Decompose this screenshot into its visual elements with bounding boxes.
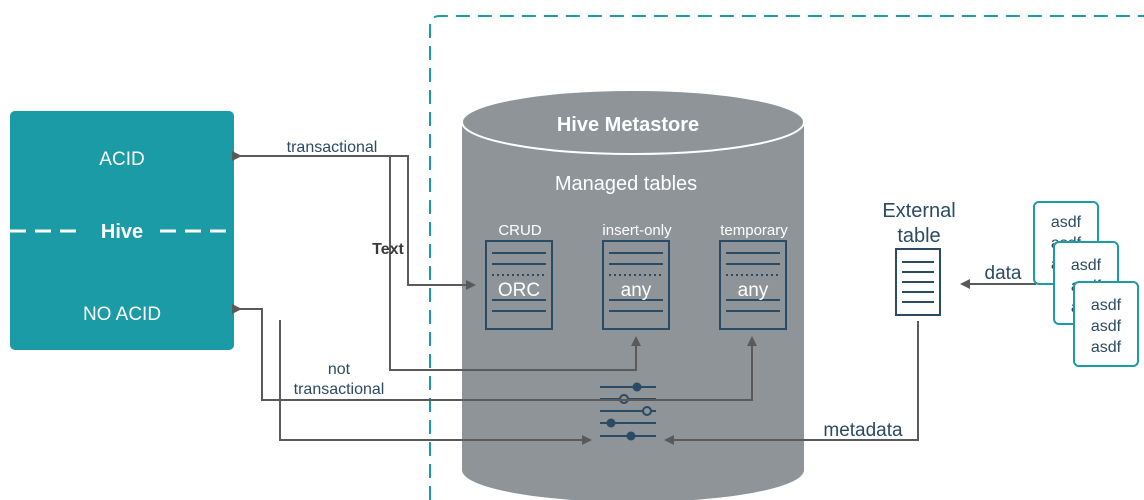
table-insert-only: insert-only any [602, 222, 672, 330]
transactional-label: transactional [287, 139, 378, 156]
arrows [232, 151, 1036, 445]
metastore-title: Hive Metastore [557, 114, 699, 136]
table-format: any [738, 280, 769, 301]
data-label: data [985, 263, 1022, 284]
arrow-metadata [664, 321, 919, 445]
managed-tables-label: Managed tables [555, 173, 697, 195]
svg-text:asdf: asdf [1091, 339, 1122, 356]
arrow-hive-sliders [279, 320, 592, 445]
arrow-not-transactional [232, 304, 757, 401]
text-label: Text [372, 241, 404, 258]
svg-text:asdf: asdf [1091, 318, 1122, 335]
arrow-transactional-insert-only [389, 156, 641, 371]
arrow-transactional [232, 151, 476, 290]
external-label-line1: External [882, 200, 955, 222]
not-transactional-label: transactional [294, 381, 385, 398]
not-label: not [328, 361, 351, 378]
hive-label: Hive [101, 221, 143, 243]
svg-text:asdf: asdf [1091, 297, 1122, 314]
dashed-boundary [429, 15, 1144, 500]
table-format: ORC [498, 280, 540, 301]
table-header: CRUD [498, 222, 541, 239]
external-table: External table [882, 200, 956, 316]
table-header: temporary [720, 222, 788, 239]
hive-box: ACID Hive NO ACID [10, 111, 234, 350]
data-files: asdf asdf asdf asdf asdf asdf asdf asdf … [1033, 201, 1139, 367]
no-acid-label: NO ACID [83, 304, 161, 325]
external-label-line2: table [897, 225, 940, 247]
file-card-front: asdf asdf asdf [1073, 281, 1139, 367]
svg-text:asdf: asdf [1051, 214, 1082, 231]
table-format: any [621, 280, 652, 301]
acid-label: ACID [99, 149, 144, 170]
svg-text:asdf: asdf [1071, 257, 1102, 274]
table-header: insert-only [602, 222, 672, 239]
metadata-label: metadata [823, 420, 903, 441]
table-temporary: temporary any [719, 222, 788, 330]
